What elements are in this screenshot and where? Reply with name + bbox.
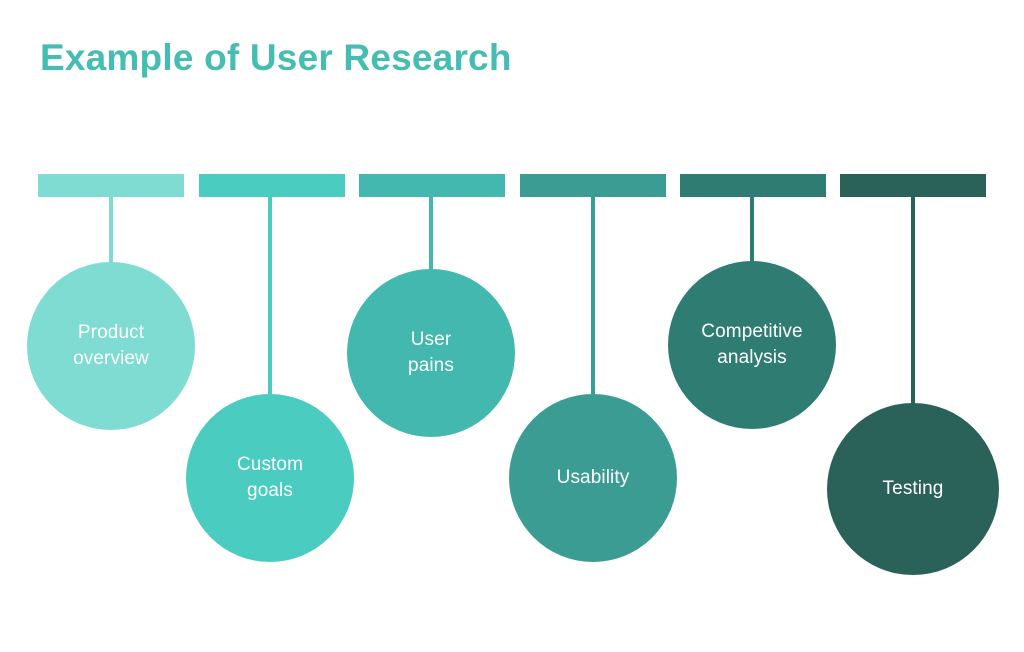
step-bubble-3[interactable]: User pains <box>347 269 515 437</box>
step-connector-1 <box>109 197 113 265</box>
step-connector-3 <box>429 197 433 272</box>
step-bubble-label-6: Testing <box>882 477 944 499</box>
step-bubble-label-1: Product overview <box>73 321 149 369</box>
step-connector-5 <box>750 197 754 264</box>
step-connector-2 <box>268 197 272 397</box>
step-bubble-6[interactable]: Testing <box>827 403 999 575</box>
step-bubble-label-5: Competitive analysis <box>701 320 803 368</box>
step-bubble-label-4: Usability <box>556 466 630 488</box>
step-connector-4 <box>591 197 595 397</box>
page-title: Example of User Research <box>40 37 512 78</box>
step-bubble-4[interactable]: Usability <box>509 394 677 562</box>
step-bubble-label-3: User pains <box>408 328 454 376</box>
step-bubble-label-2: Custom goals <box>236 453 304 501</box>
step-bubble-1[interactable]: Product overview <box>27 262 195 430</box>
step-bar-5[interactable] <box>680 174 826 197</box>
step-bar-3[interactable] <box>359 174 505 197</box>
step-connector-6 <box>911 197 915 406</box>
step-bar-1[interactable] <box>38 174 184 197</box>
step-bar-6[interactable] <box>840 174 986 197</box>
step-bubble-2[interactable]: Custom goals <box>186 394 354 562</box>
step-bubble-5[interactable]: Competitive analysis <box>668 261 836 429</box>
step-bar-4[interactable] <box>520 174 666 197</box>
step-bar-2[interactable] <box>199 174 345 197</box>
